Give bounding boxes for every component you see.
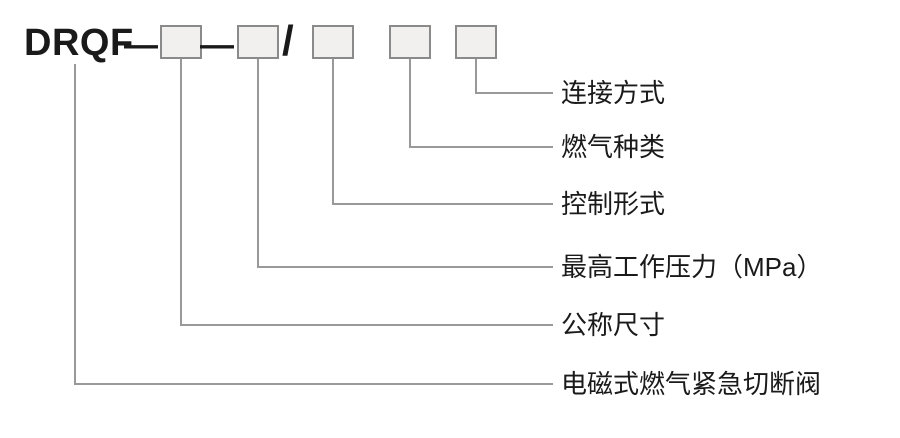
connector-nominal-size	[180, 59, 553, 326]
label-product-name: 电磁式燃气紧急切断阀	[561, 369, 822, 399]
label-gas-type: 燃气种类	[561, 132, 666, 162]
label-connection-type: 连接方式	[561, 78, 666, 108]
connector-connection-type	[475, 59, 553, 94]
label-max-pressure: 最高工作压力（MPa）	[561, 252, 823, 282]
slash-separator: /	[282, 17, 294, 64]
field-box-max-pressure	[237, 25, 279, 59]
connector-control-type	[332, 59, 553, 205]
field-box-control-type	[312, 25, 354, 59]
connector-max-pressure	[257, 59, 553, 268]
label-control-type: 控制形式	[561, 189, 666, 219]
field-box-nominal-size	[160, 25, 202, 59]
dash-separator-2: —	[200, 26, 234, 64]
connector-product-name	[74, 64, 553, 385]
model-code-prefix: DRQF	[24, 22, 134, 64]
field-box-connection-type	[455, 25, 497, 59]
field-box-gas-type	[389, 25, 431, 59]
label-nominal-size: 公称尺寸	[561, 310, 666, 340]
connector-gas-type	[409, 59, 553, 148]
dash-separator-1: —	[124, 26, 158, 64]
